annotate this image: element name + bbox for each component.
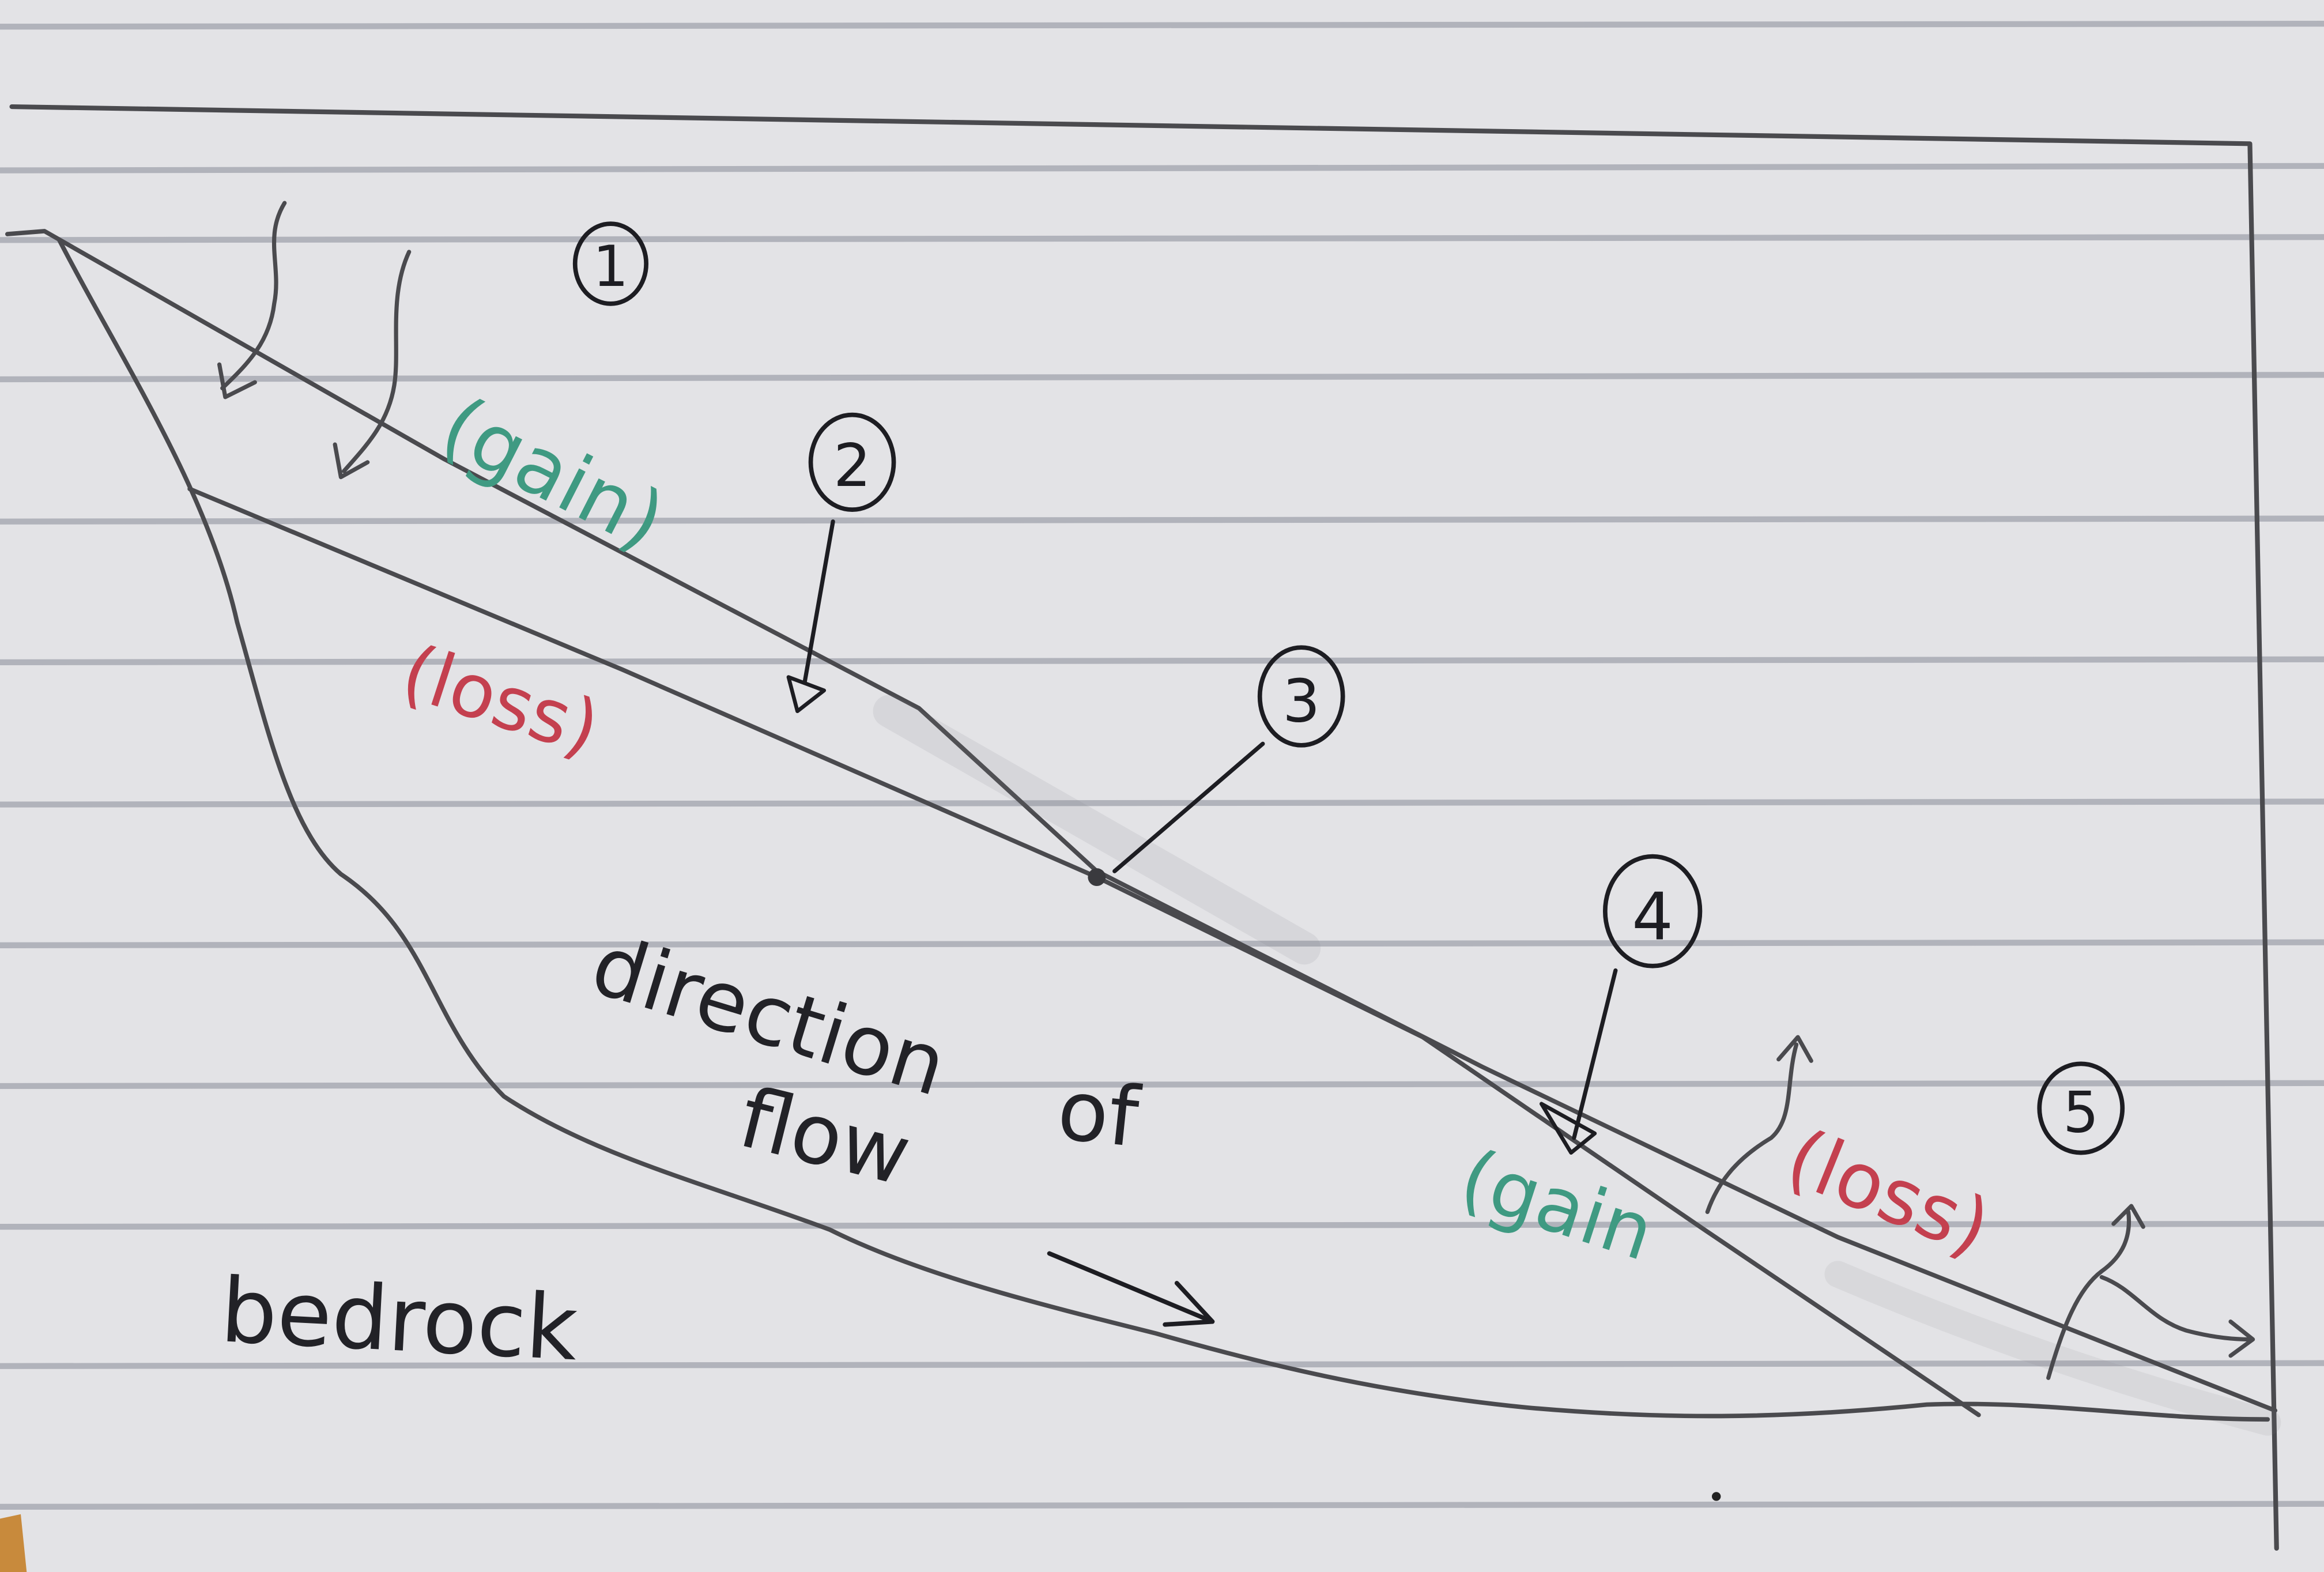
frame-border <box>9 104 2279 1551</box>
exfiltration-arrow-2 <box>2046 1209 2131 1380</box>
infiltration-arrow-2 <box>341 250 412 473</box>
marker-4: 4 <box>1539 854 1703 1155</box>
outflow-arrow <box>2099 1275 2253 1342</box>
infiltration-arrow-2-head <box>333 442 370 480</box>
outflow-arrow-head <box>2228 1320 2255 1358</box>
infiltration-arrow-1 <box>220 201 287 390</box>
marker-5-number: 5 <box>2063 1080 2099 1146</box>
flow-direction-arrow <box>1047 1251 1215 1324</box>
infiltration-arrow-1-head <box>217 362 257 399</box>
marker-2-arrow <box>802 519 835 684</box>
marker-1-number: 1 <box>593 234 628 300</box>
marker-4-arrow-head <box>1539 1102 1597 1155</box>
marker-1: 1 <box>572 221 649 306</box>
marker-2-number: 2 <box>833 432 871 500</box>
flow-direction-arrow-head <box>1163 1280 1215 1327</box>
exfiltration-arrow-2-head <box>2111 1204 2145 1229</box>
bedrock-label: bedrock <box>218 1259 580 1381</box>
corner-shadow <box>0 1514 27 1572</box>
exfiltration-arrow-1-head <box>1776 1035 1813 1063</box>
marker-3-number: 3 <box>1282 668 1320 736</box>
marker-4-arrow <box>1572 968 1618 1140</box>
marker-3: 3 <box>1088 645 1345 886</box>
marker-2-arrow-head <box>786 675 827 714</box>
direction-of-label: of <box>1053 1061 1145 1166</box>
ground-surface <box>5 229 2277 1413</box>
marker-5: 5 <box>2037 1061 2125 1155</box>
shading <box>873 695 1321 965</box>
shading-lower <box>1824 1261 2281 1436</box>
marker-3-leader <box>1112 741 1265 873</box>
ruled-lines <box>0 20 2324 1510</box>
intersection-point <box>1088 868 1106 886</box>
ink-speck <box>1712 1492 1721 1501</box>
marker-4-number: 4 <box>1632 879 1673 955</box>
water-table <box>187 487 1981 1418</box>
bedrock-boundary <box>57 238 2270 1422</box>
exfiltration-arrow-1 <box>1705 1042 1799 1215</box>
marker-2: 2 <box>786 412 896 714</box>
